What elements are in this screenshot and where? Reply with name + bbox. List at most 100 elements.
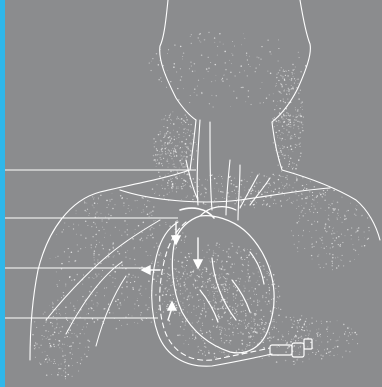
stipple-dot [221, 191, 222, 192]
stipple-dot [176, 155, 178, 157]
stipple-dot [326, 353, 327, 354]
stipple-dot [221, 340, 222, 341]
stipple-dot [186, 156, 187, 157]
stipple-dot [332, 212, 333, 213]
stipple-dot [241, 197, 242, 198]
stipple-dot [303, 207, 304, 208]
stipple-dot [134, 322, 135, 323]
stipple-dot [255, 288, 256, 289]
stipple-dot [297, 79, 298, 80]
stipple-dot [88, 350, 89, 351]
stipple-dot [210, 294, 211, 295]
stipple-dot [141, 238, 142, 239]
stipple-dot [223, 308, 224, 309]
stipple-dot [171, 150, 172, 151]
stipple-dot [134, 309, 135, 310]
stipple-dot [247, 325, 248, 326]
stipple-dot [293, 201, 294, 202]
stipple-dot [262, 329, 263, 330]
stipple-dot [196, 315, 197, 316]
stipple-dot [166, 132, 167, 133]
stipple-dot [96, 244, 97, 245]
stipple-dot [166, 280, 167, 281]
stipple-dot [167, 131, 168, 132]
stipple-dot [229, 340, 230, 341]
stipple-dot [274, 199, 276, 201]
stipple-dot [208, 32, 209, 33]
stipple-dot [172, 191, 173, 192]
stipple-dot [282, 148, 283, 149]
stipple-dot [309, 191, 310, 192]
stipple-dot [163, 259, 164, 260]
stipple-dot [297, 358, 298, 359]
stipple-dot [281, 205, 282, 206]
stipple-dot [169, 132, 170, 133]
stipple-dot [279, 296, 280, 297]
stipple-dot [279, 108, 280, 109]
stipple-dot [230, 318, 231, 319]
stipple-dot [276, 121, 278, 123]
stipple-dot [282, 322, 283, 323]
stipple-dot [199, 349, 200, 350]
stipple-dot [65, 365, 66, 366]
stipple-dot [183, 343, 184, 344]
stipple-dot [248, 265, 249, 266]
stipple-dot [69, 256, 70, 257]
stipple-dot [278, 291, 279, 292]
stipple-dot [305, 321, 306, 322]
stipple-dot [98, 198, 99, 199]
stipple-dot [156, 53, 157, 54]
stipple-dot [57, 300, 58, 301]
stipple-dot [236, 198, 237, 199]
stipple-dot [120, 304, 121, 305]
stipple-dot [73, 323, 74, 324]
stipple-dot [285, 185, 286, 186]
stipple-dot [61, 231, 62, 232]
stipple-dot [220, 175, 221, 176]
stipple-dot [163, 126, 164, 127]
stipple-dot [128, 314, 129, 315]
stipple-dot [309, 209, 310, 210]
stipple-dot [255, 315, 256, 316]
stipple-dot [56, 313, 57, 314]
stipple-dot [245, 348, 246, 349]
stipple-dot [158, 172, 159, 173]
stipple-dot [245, 190, 246, 191]
stipple-dot [278, 145, 279, 146]
stipple-dot [254, 294, 255, 295]
stipple-dot [224, 277, 225, 278]
stipple-dot [106, 287, 107, 288]
stipple-dot [119, 253, 121, 255]
stipple-dot [253, 204, 255, 206]
stipple-dot [230, 314, 231, 315]
stipple-dot [165, 222, 166, 223]
stipple-dot [222, 306, 223, 307]
stipple-dot [170, 114, 171, 115]
stipple-dot [121, 246, 122, 247]
stipple-dot [278, 48, 279, 49]
stipple-dot [282, 118, 283, 119]
stipple-dot [131, 277, 132, 278]
stipple-dot [58, 344, 59, 345]
stipple-dot [317, 212, 318, 213]
stipple-dot [160, 140, 161, 141]
stipple-dot [329, 204, 330, 205]
stipple-dot [221, 300, 222, 301]
stipple-dot [55, 309, 56, 310]
stipple-dot [232, 263, 233, 264]
stipple-dot [159, 225, 161, 227]
stipple-dot [215, 347, 216, 348]
stipple-dot [71, 333, 72, 334]
stipple-dot [144, 204, 145, 205]
stipple-dot [152, 237, 153, 238]
stipple-dot [297, 79, 298, 80]
stipple-dot [201, 338, 202, 339]
stipple-dot [279, 70, 280, 71]
stipple-dot [301, 315, 302, 316]
stipple-dot [307, 330, 308, 331]
stipple-dot [240, 258, 242, 260]
stipple-dot [298, 347, 299, 348]
stipple-dot [150, 211, 152, 213]
stipple-dot [298, 128, 299, 129]
stipple-dot [251, 304, 252, 305]
